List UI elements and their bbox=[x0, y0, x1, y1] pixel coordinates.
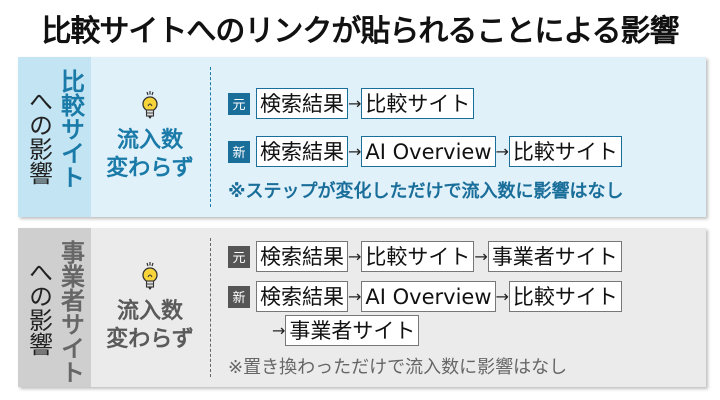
step-box: 比較サイト bbox=[508, 136, 622, 167]
arrow-icon: → bbox=[495, 141, 509, 161]
dashed-divider bbox=[210, 67, 211, 207]
step-box: 比較サイト bbox=[361, 88, 475, 119]
step-box: 事業者サイト bbox=[285, 315, 420, 346]
dashed-divider bbox=[210, 238, 211, 377]
arrow-icon: → bbox=[348, 141, 362, 161]
flow-area: 元 検索結果 → 比較サイト → 事業者サイト 新 検索結果 → AI Over… bbox=[228, 228, 706, 387]
flow-new: 新 検索結果 → AI Overview → 比較サイト bbox=[228, 136, 622, 167]
effect-line-2: 変わらず bbox=[106, 326, 194, 352]
tag-old: 元 bbox=[228, 92, 250, 115]
flow-new: 新 検索結果 → AI Overview → 比較サイト bbox=[228, 281, 622, 312]
step-box: AI Overview bbox=[361, 281, 496, 312]
arrow-icon: → bbox=[348, 286, 362, 306]
panel-comparison-site: 比較サイト への影響 流入数 変わらず 元 検索結果 → 比較サイト 新 検索結… bbox=[18, 57, 706, 217]
step-box: 事業者サイト bbox=[487, 241, 622, 272]
flow-old: 元 検索結果 → 比較サイト → 事業者サイト bbox=[228, 241, 622, 272]
panel-label-strong: 事業者サイト bbox=[56, 240, 85, 384]
effect-summary: 流入数 変わらず bbox=[91, 228, 209, 387]
arrow-icon: → bbox=[474, 246, 488, 266]
effect-summary: 流入数 変わらず bbox=[91, 57, 209, 217]
panel-label-normal: への影響 bbox=[24, 89, 53, 185]
step-box: AI Overview bbox=[361, 136, 496, 167]
effect-line-1: 流入数 bbox=[116, 298, 183, 324]
panel-label: 比較サイト への影響 bbox=[18, 57, 91, 217]
step-box: 比較サイト bbox=[508, 281, 622, 312]
flow-new-continued: → 事業者サイト bbox=[272, 315, 420, 346]
panel-label-normal: への影響 bbox=[24, 260, 53, 356]
flow-old: 元 検索結果 → 比較サイト bbox=[228, 88, 475, 119]
panel-label: 事業者サイト への影響 bbox=[18, 228, 91, 387]
tag-old: 元 bbox=[228, 245, 250, 268]
step-box: 比較サイト bbox=[361, 241, 475, 272]
step-box: 検索結果 bbox=[256, 88, 348, 119]
panel-business-site: 事業者サイト への影響 流入数 変わらず 元 検索結果 → 比較サイト → 事業… bbox=[18, 228, 706, 387]
panel-label-strong: 比較サイト bbox=[56, 69, 85, 189]
arrow-icon: → bbox=[272, 320, 286, 340]
note-text: ※置き換わっただけで流入数に影響はなし bbox=[228, 357, 568, 378]
arrow-icon: → bbox=[348, 93, 362, 113]
lightbulb-icon bbox=[142, 91, 158, 119]
step-box: 検索結果 bbox=[256, 241, 348, 272]
step-box: 検索結果 bbox=[256, 281, 348, 312]
effect-line-2: 変わらず bbox=[106, 156, 194, 181]
step-box: 検索結果 bbox=[256, 136, 348, 167]
flow-area: 元 検索結果 → 比較サイト 新 検索結果 → AI Overview → 比較… bbox=[228, 57, 706, 217]
effect-line-1: 流入数 bbox=[116, 128, 183, 153]
arrow-icon: → bbox=[348, 246, 362, 266]
arrow-icon: → bbox=[495, 286, 509, 306]
note-text: ※ステップが変化しただけで流入数に影響はなし bbox=[228, 181, 624, 202]
tag-new: 新 bbox=[228, 140, 250, 163]
page-title: 比較サイトへのリンクが貼られることによる影響 bbox=[41, 14, 679, 49]
tag-new: 新 bbox=[228, 285, 250, 308]
lightbulb-icon bbox=[142, 261, 158, 289]
